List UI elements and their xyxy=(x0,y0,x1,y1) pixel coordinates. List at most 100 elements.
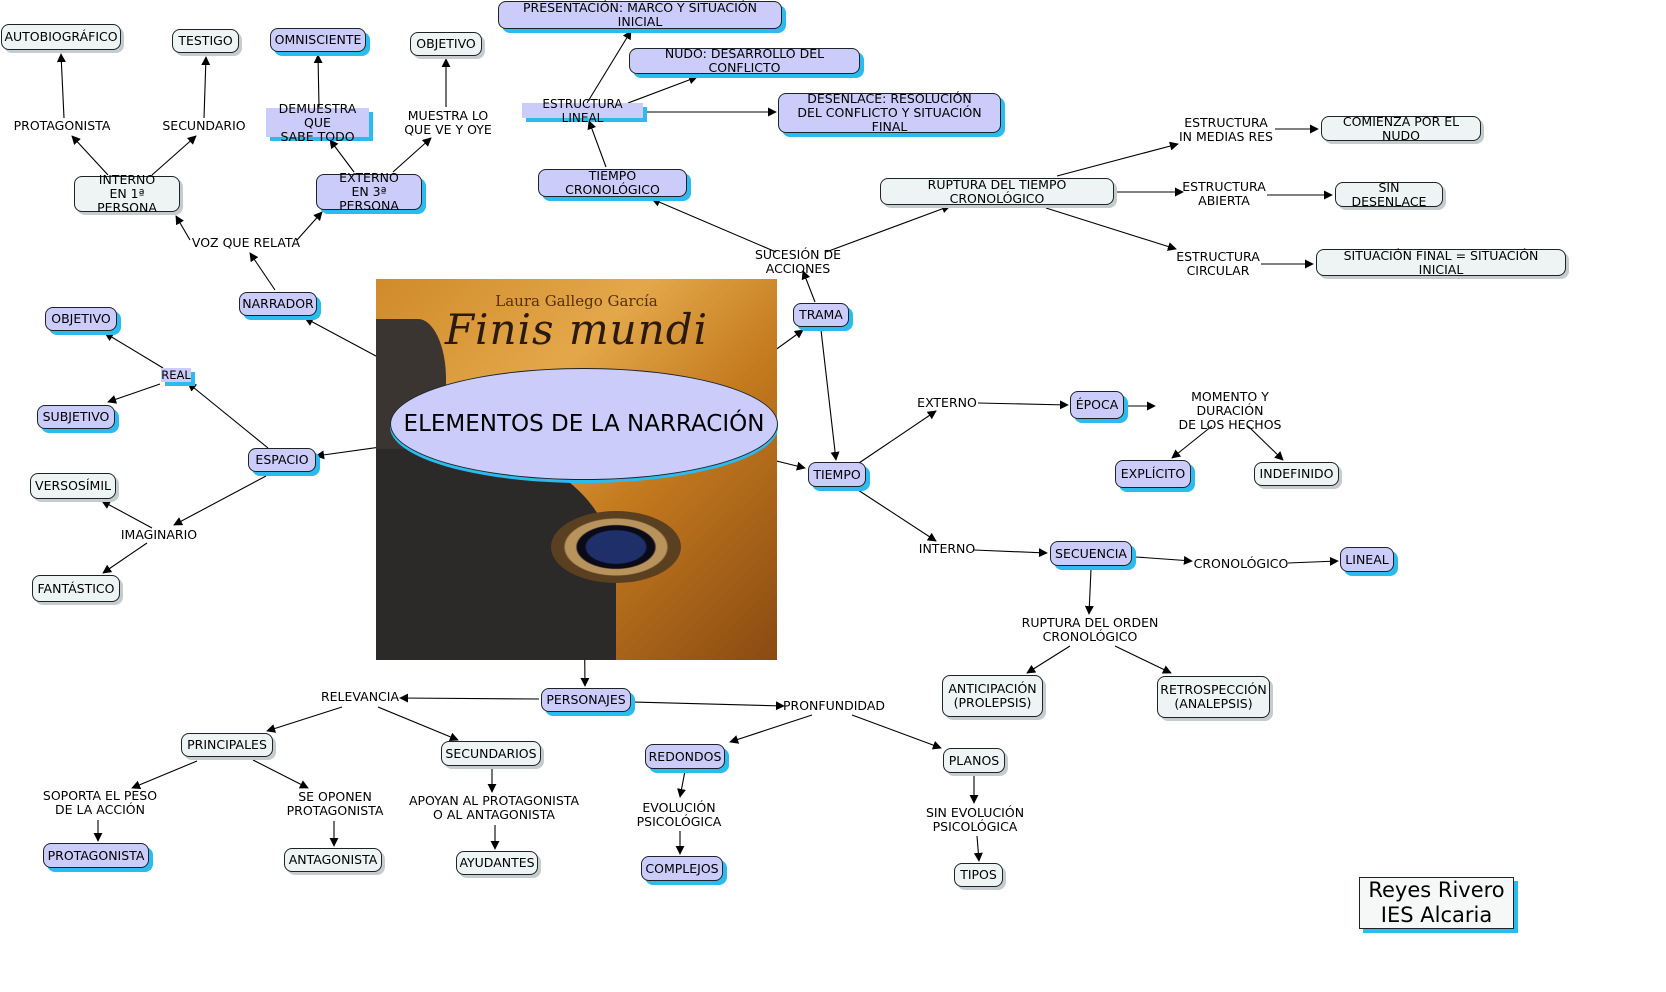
connector-arrow xyxy=(632,701,785,711)
node-cronologico: CRONOLÓGICO xyxy=(1193,556,1289,571)
node-objetivo-narrador[interactable]: OBJETIVO xyxy=(410,32,482,56)
connector-arrow xyxy=(1247,425,1284,461)
connector-arrow xyxy=(249,252,276,291)
connector-arrow xyxy=(296,211,323,241)
node-demuestra-que-sabe-todo: DEMUESTRA QUE SABE TODO xyxy=(266,101,369,143)
node-sin-desenlace[interactable]: SIN DESENLACE xyxy=(1335,180,1443,208)
connector-arrow xyxy=(175,215,191,241)
node-protagonista-narrador: PROTAGONISTA xyxy=(13,118,111,133)
node-sucesion-de-acciones: SUCESIÓN DE ACCIONES xyxy=(754,247,842,276)
connector-arrow xyxy=(252,759,309,789)
node-trama[interactable]: TRAMA xyxy=(793,303,849,327)
connector-arrow xyxy=(1171,425,1213,459)
node-narrador[interactable]: NARRADOR xyxy=(239,292,317,316)
node-ruptura-orden: RUPTURA DEL ORDEN CRONOLÓGICO xyxy=(1021,615,1159,644)
connector-arrow xyxy=(56,53,66,119)
node-tiempo[interactable]: TIEMPO xyxy=(808,462,866,487)
node-in-medias-res: ESTRUCTURA IN MEDIAS RES xyxy=(1179,115,1273,144)
connector-arrow xyxy=(1114,645,1172,674)
node-estructura-abierta: ESTRUCTURA ABIERTA xyxy=(1182,179,1266,208)
connector-arrow xyxy=(820,329,840,461)
node-secundarios[interactable]: SECUNDARIOS xyxy=(441,741,541,766)
node-muestra-lo-que-ve: MUESTRA LO QUE VE Y OYE xyxy=(404,108,492,137)
cover-eye-gem xyxy=(551,511,681,583)
node-epoca[interactable]: ÉPOCA xyxy=(1070,391,1124,419)
node-externo-tiempo: EXTERNO xyxy=(917,395,977,410)
connector-arrow xyxy=(1045,207,1177,251)
node-imaginario: IMAGINARIO xyxy=(120,527,198,542)
connector-arrow xyxy=(1084,568,1094,615)
connector-arrow xyxy=(973,548,1048,558)
node-objetivo-espacio[interactable]: OBJETIVO xyxy=(45,307,117,331)
connector-arrow xyxy=(201,56,211,119)
node-externo-3-persona[interactable]: EXTERNO EN 3ª PERSONA xyxy=(316,171,422,213)
connector-arrow xyxy=(104,332,164,369)
node-desenlace[interactable]: DESENLACE: RESOLUCIÓN DEL CONFLICTO Y SI… xyxy=(778,92,1001,134)
node-subjetivo[interactable]: SUBJETIVO xyxy=(37,405,115,429)
connector-arrow xyxy=(851,714,942,750)
node-autobiografico[interactable]: AUTOBIOGRÁFICO xyxy=(1,24,121,50)
connector-arrow xyxy=(729,714,813,744)
node-tiempo-cronologico[interactable]: TIEMPO CRONOLÓGICO xyxy=(538,169,687,197)
node-presentacion[interactable]: PRESENTACIÓN: MARCO Y SITUACIÓN INICIAL xyxy=(498,1,782,29)
node-indefinido[interactable]: INDEFINIDO xyxy=(1254,462,1339,486)
connector-arrow xyxy=(313,54,323,108)
node-lineal[interactable]: LINEAL xyxy=(1340,547,1394,572)
node-nudo[interactable]: NUDO: DESARROLLO DEL CONFLICTO xyxy=(629,47,860,75)
connector-arrow xyxy=(587,120,607,168)
node-interno-1-persona[interactable]: INTERNO EN 1ª PERSONA xyxy=(74,173,180,215)
connector-arrow xyxy=(1135,555,1193,565)
connector-arrow xyxy=(131,760,198,790)
connector-arrow xyxy=(1026,645,1071,674)
node-complejos[interactable]: COMPLEJOS xyxy=(641,856,723,881)
connector-arrow xyxy=(973,835,983,862)
node-situacion-final[interactable]: SITUACIÓN FINAL = SITUACIÓN INICIAL xyxy=(1316,248,1566,276)
connector-arrow xyxy=(586,30,632,104)
node-secuencia[interactable]: SECUENCIA xyxy=(1050,541,1132,566)
node-espacio[interactable]: ESPACIO xyxy=(248,448,316,472)
connector-arrow xyxy=(102,542,148,574)
connector-arrow xyxy=(1056,141,1179,177)
node-interno-tiempo: INTERNO xyxy=(918,541,976,556)
node-anticipacion[interactable]: ANTICIPACIÓN (PROLEPSIS) xyxy=(942,675,1043,717)
node-relevancia: RELEVANCIA xyxy=(320,689,400,704)
node-redondos[interactable]: REDONDOS xyxy=(645,744,725,769)
central-concept[interactable]: ELEMENTOS DE LA NARRACIÓN xyxy=(390,368,778,480)
connector-arrow xyxy=(801,270,816,303)
node-testigo[interactable]: TESTIGO xyxy=(172,29,239,53)
cover-author: Laura Gallego García xyxy=(495,292,658,310)
connector-arrow xyxy=(71,135,109,176)
connector-arrow xyxy=(677,770,686,798)
node-ruptura-tiempo[interactable]: RUPTURA DEL TIEMPO CRONOLÓGICO xyxy=(880,177,1114,205)
node-fantastico[interactable]: FANTÁSTICO xyxy=(32,575,120,602)
node-protagonista-personaje[interactable]: PROTAGONISTA xyxy=(43,843,149,868)
node-omnisciente[interactable]: OMNISCIENTE xyxy=(270,28,366,52)
connector-arrow xyxy=(187,382,269,449)
node-personajes[interactable]: PERSONAJES xyxy=(541,688,631,712)
connector-arrow xyxy=(151,135,197,176)
node-comienza-por-el-nudo[interactable]: COMIENZA POR EL NUDO xyxy=(1321,114,1481,142)
node-retrospeccion[interactable]: RETROSPECCIÓN (ANALEPSIS) xyxy=(1157,676,1270,718)
connector-arrow xyxy=(858,410,937,464)
author-signature: Reyes Rivero IES Alcaria xyxy=(1359,877,1514,929)
node-evolucion-psicologica: EVOLUCIÓN PSICOLÓGICA xyxy=(636,800,722,829)
connector-arrow xyxy=(857,489,937,542)
cover-book-title: Finis mundi xyxy=(444,305,709,354)
node-verosimil[interactable]: VERSOSÍMIL xyxy=(30,473,116,499)
book-cover-image: Laura Gallego García Finis mundi xyxy=(376,279,777,660)
node-explicito[interactable]: EXPLÍCITO xyxy=(1115,460,1191,488)
node-antagonista[interactable]: ANTAGONISTA xyxy=(284,848,382,872)
connector-arrow xyxy=(266,706,343,733)
node-soporta-peso: SOPORTA EL PESO DE LA ACCIÓN xyxy=(42,788,158,817)
connector-arrow xyxy=(825,204,951,253)
node-se-oponen: SE OPONEN PROTAGONISTA xyxy=(286,789,384,818)
node-planos[interactable]: PLANOS xyxy=(943,748,1005,773)
connector-arrow xyxy=(977,400,1069,410)
node-principales[interactable]: PRINCIPALES xyxy=(181,733,273,757)
connector-arrow xyxy=(107,383,161,404)
node-tipos[interactable]: TIPOS xyxy=(954,863,1003,887)
node-voz-que-relata: VOZ QUE RELATA xyxy=(191,235,301,250)
node-ayudantes[interactable]: AYUDANTES xyxy=(456,851,538,875)
node-estructura-lineal: ESTRUCTURA LINEAL xyxy=(522,97,643,125)
